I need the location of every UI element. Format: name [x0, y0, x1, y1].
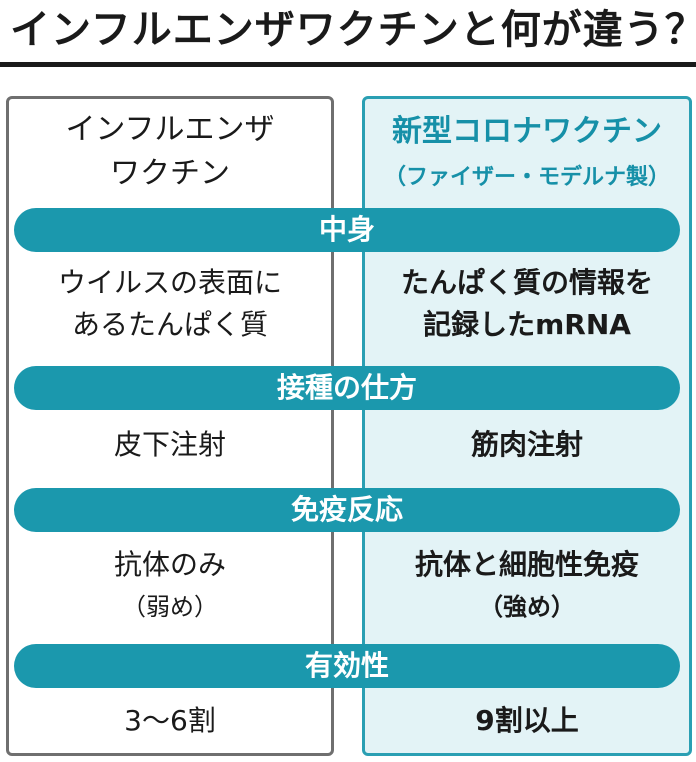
- row-label-contents: 中身: [14, 208, 680, 252]
- row-label-immune: 免疫反応: [14, 488, 680, 532]
- influenza-header: インフルエンザ ワクチン: [6, 108, 334, 196]
- influenza-immune-line1: 抗体のみ: [113, 548, 226, 581]
- covid-contents-line1: たんぱく質の情報を: [400, 266, 653, 299]
- title-divider: [0, 62, 696, 67]
- influenza-immune: 抗体のみ （弱め）: [6, 544, 334, 628]
- influenza-immune-line2: （弱め）: [122, 593, 218, 621]
- influenza-contents-line1: ウイルスの表面に: [57, 266, 282, 299]
- covid-contents-line2: 記録したmRNA: [423, 308, 631, 341]
- page-title: インフルエンザワクチンと何が違う？: [10, 7, 696, 53]
- covid-immune-line1: 抗体と細胞性免疫: [414, 548, 639, 581]
- covid-contents: たんぱく質の情報を 記録したmRNA: [362, 262, 692, 346]
- influenza-header-line1: インフルエンザ: [65, 112, 275, 147]
- influenza-contents: ウイルスの表面に あるたんぱく質: [6, 262, 334, 346]
- row-label-efficacy: 有効性: [14, 644, 680, 688]
- influenza-method: 皮下注射: [113, 428, 226, 461]
- influenza-contents-line2: あるたんぱく質: [71, 308, 268, 341]
- covid-immune-line2: （強め）: [479, 593, 575, 621]
- covid-header-sub: （ファイザー・モデルナ製）: [383, 165, 670, 190]
- covid-immune: 抗体と細胞性免疫 （強め）: [362, 544, 692, 628]
- influenza-header-line2: ワクチン: [110, 156, 230, 191]
- influenza-efficacy: 3〜6割: [124, 704, 216, 737]
- covid-efficacy: 9割以上: [475, 704, 579, 737]
- covid-method: 筋肉注射: [470, 428, 583, 461]
- covid-header: 新型コロナワクチン: [392, 114, 662, 149]
- row-label-method: 接種の仕方: [14, 366, 680, 410]
